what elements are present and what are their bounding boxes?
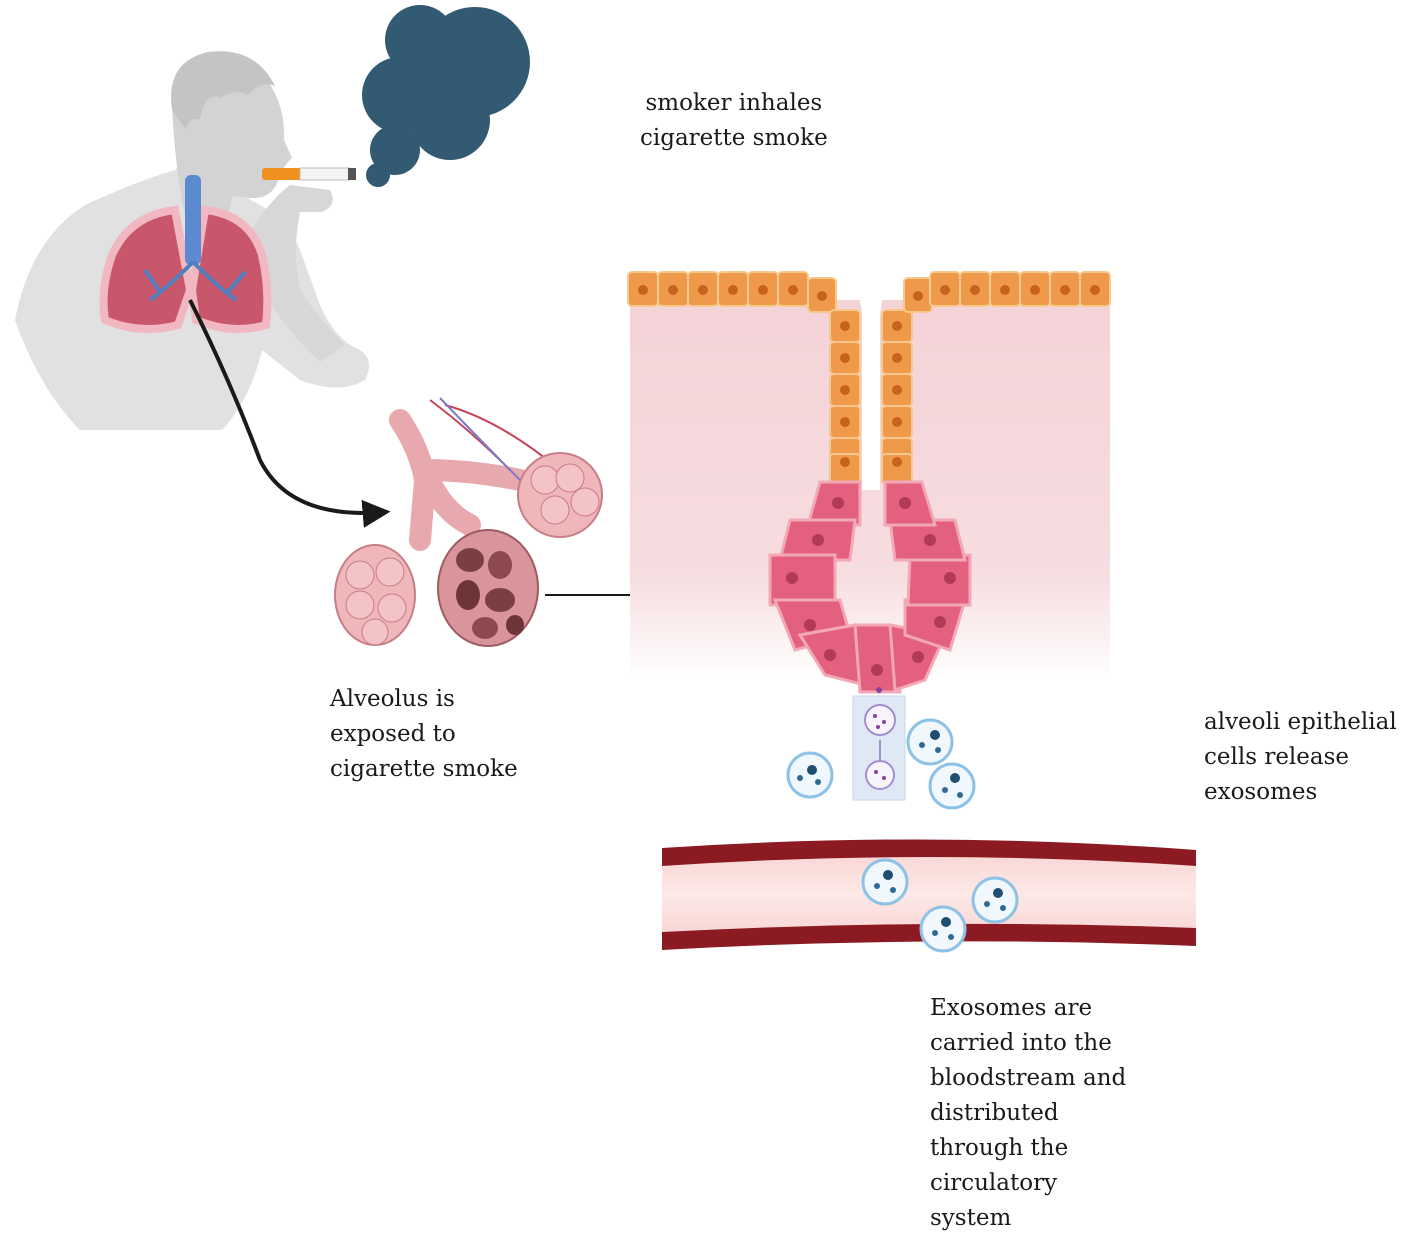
- label-line: bloodstream and: [930, 1065, 1127, 1091]
- label-epithelial-release: alveoli epithelial cells release exosome…: [1204, 705, 1397, 810]
- exosome-icon: [928, 762, 976, 810]
- smoker-figure-icon: [15, 51, 369, 430]
- label-line: system: [930, 1205, 1012, 1231]
- label-line: Alveolus is: [330, 686, 455, 712]
- label-alveolus-exposed: Alveolus is exposed to cigarette smoke: [330, 682, 518, 787]
- smoke-cloud-icon: [362, 5, 530, 187]
- label-line: through the: [930, 1135, 1069, 1161]
- epithelium-tissue-icon: [627, 271, 1111, 694]
- label-line: cells release: [1204, 744, 1350, 770]
- exosome-icon: [906, 718, 954, 766]
- label-line: Exosomes are: [930, 995, 1093, 1021]
- label-line: carried into the: [930, 1030, 1112, 1056]
- blood-vessel-icon: [662, 839, 1196, 950]
- exosome-icon: [919, 905, 967, 953]
- label-line: alveoli epithelial: [1204, 709, 1397, 735]
- curved-arrow-icon: [188, 299, 391, 528]
- label-line: distributed: [930, 1100, 1059, 1126]
- exosome-icon: [861, 858, 909, 906]
- label-line: circulatory: [930, 1170, 1058, 1196]
- label-line: cigarette smoke: [640, 125, 828, 151]
- exosome-icon: [971, 876, 1019, 924]
- exosome-icon: [786, 751, 834, 799]
- label-exosomes-bloodstream: Exosomes are carried into the bloodstrea…: [930, 991, 1126, 1236]
- exosome-release-icon: [852, 687, 906, 801]
- label-line: exposed to: [330, 721, 456, 747]
- label-line: cigarette smoke: [330, 756, 518, 782]
- label-line: smoker inhales: [645, 90, 823, 116]
- alveolus-cluster-icon: [334, 397, 603, 647]
- label-smoker-inhales: smoker inhales cigarette smoke: [640, 86, 828, 156]
- label-line: exosomes: [1204, 779, 1318, 805]
